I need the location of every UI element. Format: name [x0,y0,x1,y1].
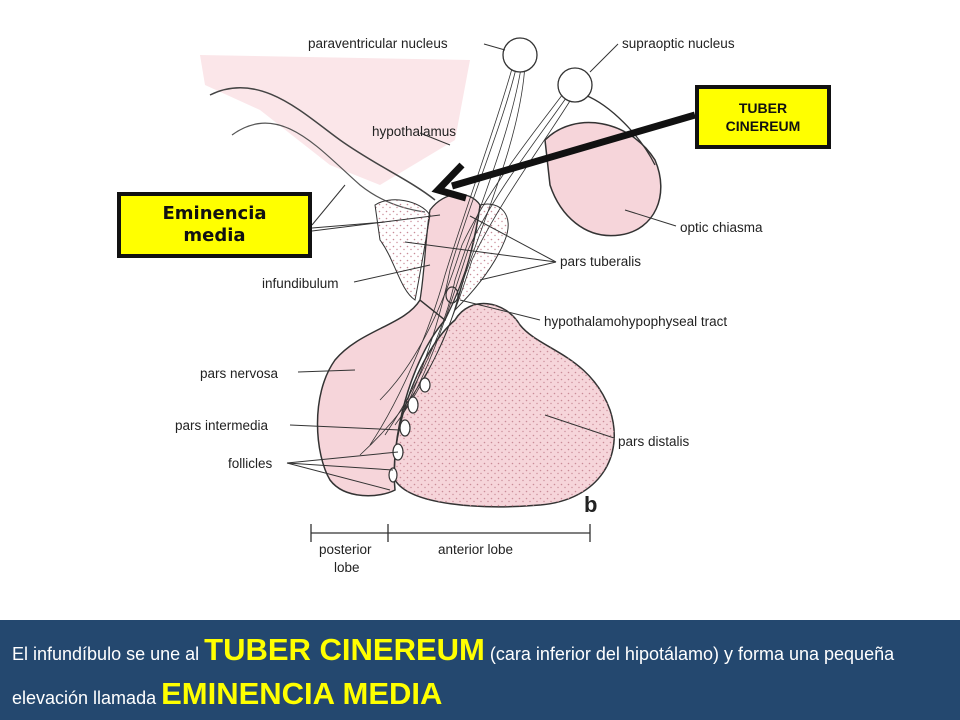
label-supraoptic: supraoptic nucleus [622,36,735,51]
label-pars-nervosa: pars nervosa [200,366,279,381]
pituitary-diagram: paraventricular nucleus supraoptic nucle… [175,36,763,575]
follicles-group [388,377,431,483]
caption-highlight-eminencia: EMINENCIA MEDIA [161,676,443,711]
label-optic-chiasma: optic chiasma [680,220,763,235]
pars-tuberalis-right [453,203,509,312]
label-pars-tuberalis: pars tuberalis [560,254,641,269]
label-anterior-lobe: anterior lobe [438,542,513,557]
eminencia-callout-line1: Eminencia [162,203,267,224]
tract-node [445,286,459,304]
leader-lines [286,43,677,491]
eminencia-media-callout: Eminencia media [117,192,312,258]
hypothalamus-floor [209,87,436,201]
caption-part1: El infundíbulo se une al [12,644,205,664]
label-paraventricular: paraventricular nucleus [308,36,448,51]
label-posterior: posterior [319,542,372,557]
caption-highlight-tuber: TUBER CINEREUM [204,632,485,667]
tuber-arrow [431,111,696,202]
paraventricular-nucleus-cell [502,37,538,73]
supraoptic-nucleus-cell [557,67,593,103]
label-infundibulum: infundibulum [262,276,339,291]
caption-footer: El infundíbulo se une al TUBER CINEREUM … [0,620,960,720]
label-pars-distalis: pars distalis [618,434,690,449]
label-follicles: follicles [228,456,273,471]
tuber-callout-line2: CINEREUM [725,118,801,134]
pars-tuberalis-shape [374,199,431,301]
label-posterior-lobe: lobe [334,560,360,575]
eminencia-callout-line2: media [183,225,246,246]
optic-tract [584,94,656,166]
tuber-callout-line1: TUBER [738,100,788,116]
lobe-scale-bar [310,524,591,542]
label-pars-intermedia: pars intermedia [175,418,269,433]
tuber-cinereum-callout: TUBER CINEREUM [695,85,831,149]
label-tract: hypothalamohypophyseal tract [544,314,727,329]
caption-part2: (cara inferior del hipotálamo) y forma u… [12,644,895,708]
figure-letter: b [584,492,597,517]
pars-distalis-stipple [394,303,615,507]
hypothalamus-region [200,55,470,185]
label-hypothalamus: hypothalamus [372,124,456,139]
